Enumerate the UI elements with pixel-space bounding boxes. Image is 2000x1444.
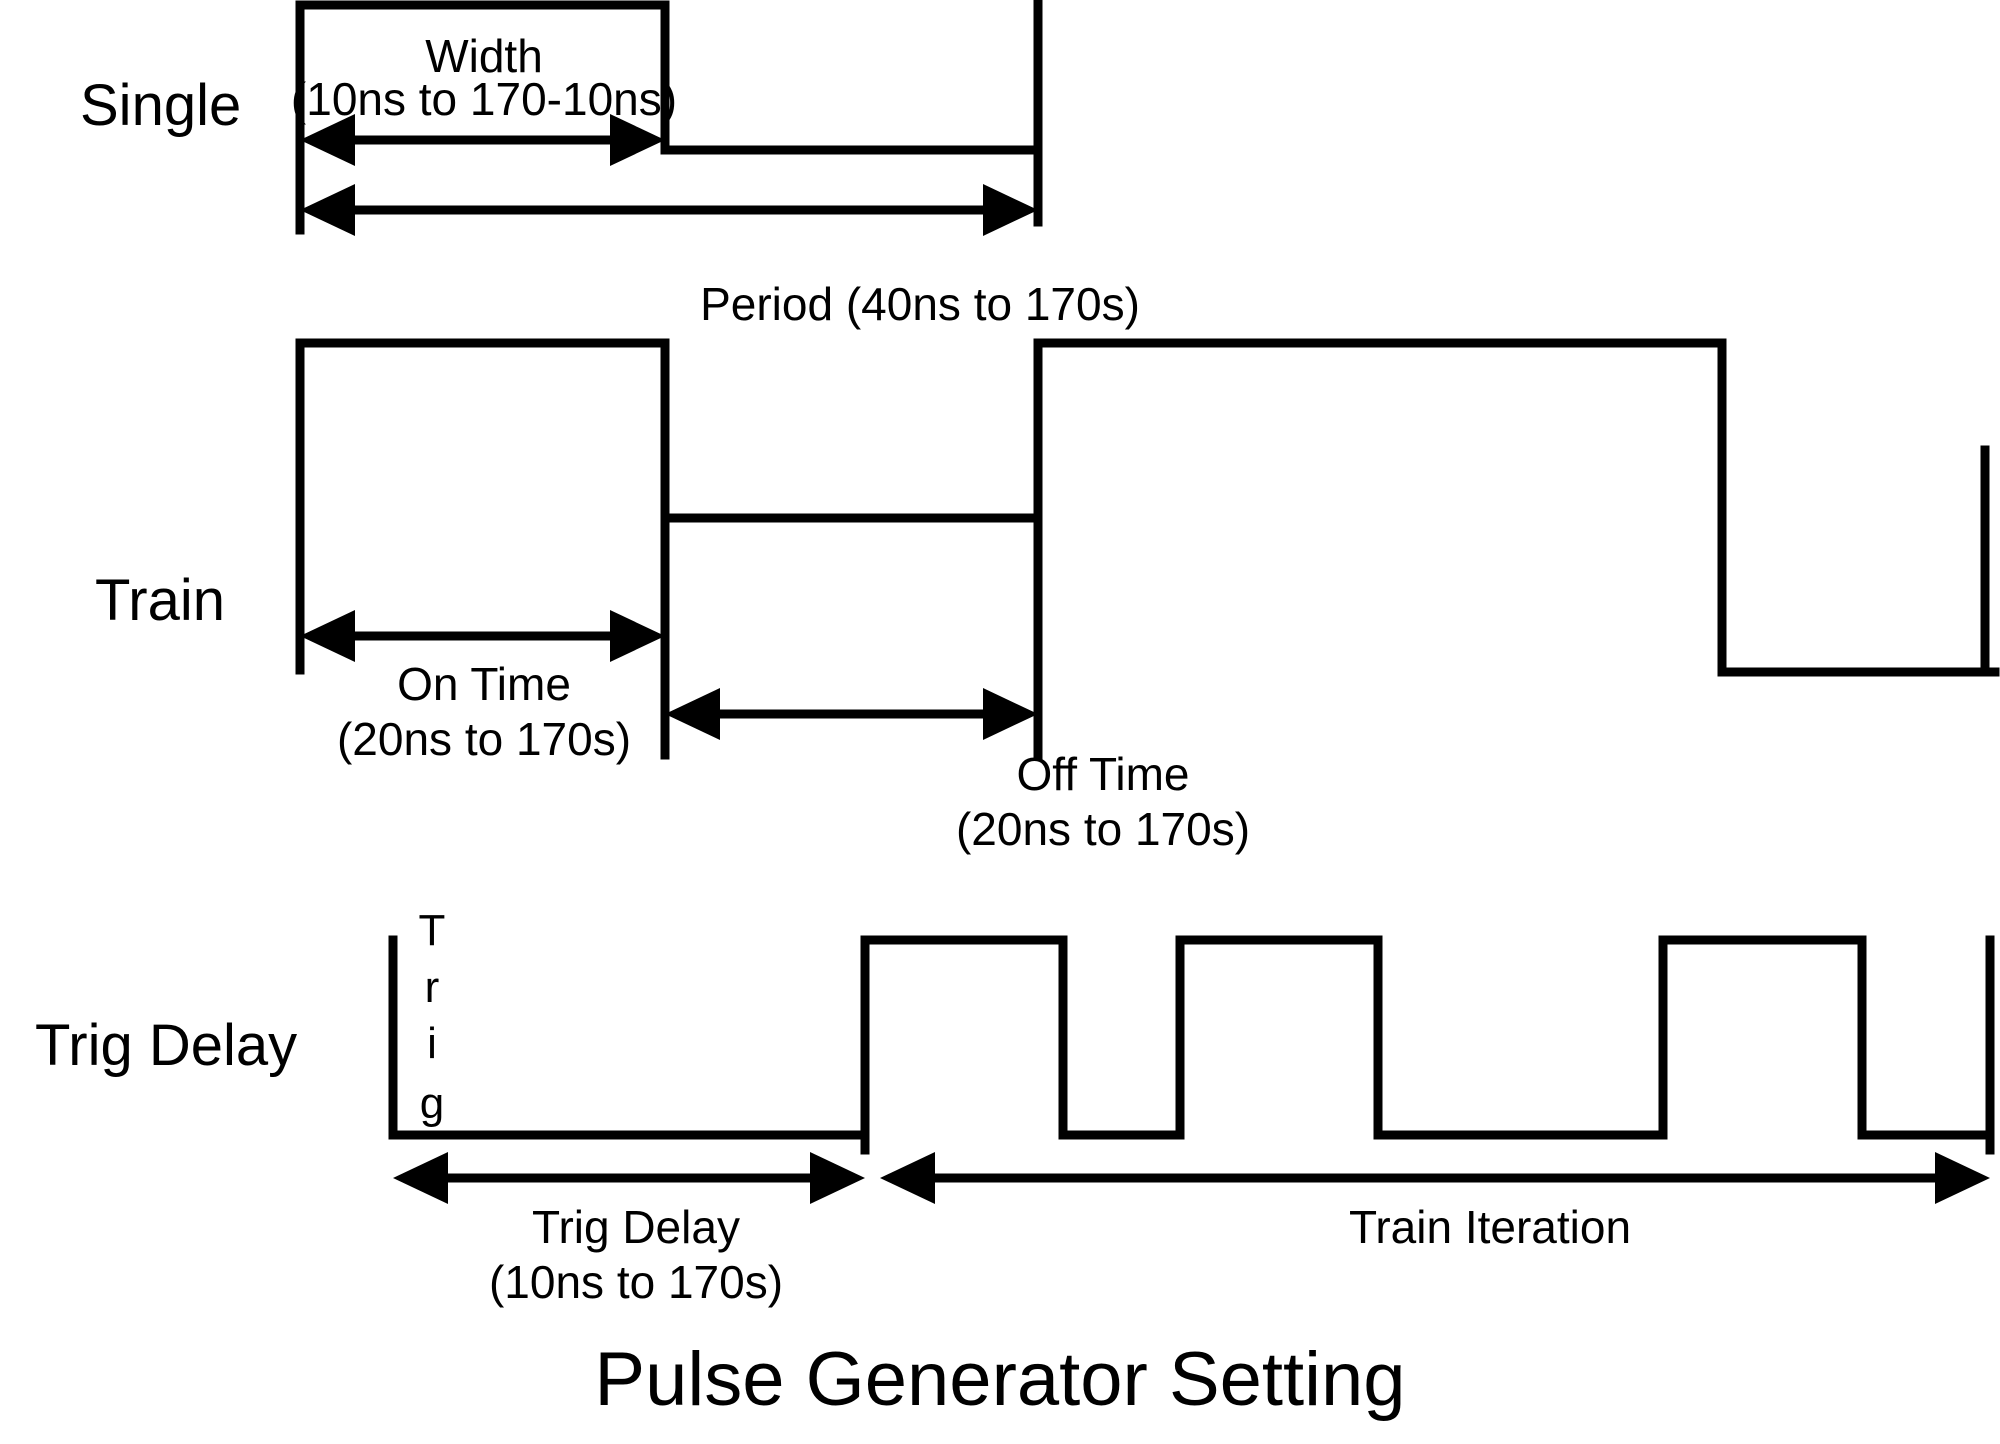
on-time-arrow-right	[610, 610, 665, 662]
width-arrow-right	[610, 114, 665, 166]
width-arrow-left	[300, 114, 355, 166]
diagram-title: Pulse Generator Setting	[594, 1337, 1405, 1422]
trig-delay-arrow-right	[810, 1152, 865, 1204]
on-time-label-line1: On Time	[397, 658, 571, 710]
train-iteration-arrow-right	[1935, 1152, 1990, 1204]
width-label-line1: Width	[425, 30, 543, 82]
trig-letter-i: i	[427, 1019, 437, 1068]
train-waveform	[295, 338, 2000, 760]
train-iteration-arrow-left	[880, 1152, 935, 1204]
period-arrow-left	[300, 184, 355, 236]
trig-vertical-label: T r i g	[419, 906, 446, 1128]
dimension-period: Period (40ns to 170s)	[300, 184, 1140, 330]
train-iteration-label: Train Iteration	[1349, 1201, 1631, 1253]
trig-delay-label-line2: (10ns to 170s)	[489, 1256, 783, 1308]
dimension-train-iteration: Train Iteration	[880, 1152, 1990, 1253]
trig-letter-r: r	[425, 963, 440, 1012]
off-time-arrow-left	[665, 688, 720, 740]
trig-letter-t: T	[419, 906, 446, 955]
off-time-arrow-right	[983, 688, 1038, 740]
dimension-on-time: On Time (20ns to 170s)	[300, 610, 665, 765]
off-time-label-line2: (20ns to 170s)	[956, 803, 1250, 855]
on-time-label-line2: (20ns to 170s)	[337, 713, 631, 765]
row-trig-delay: T r i g Trig Delay (10ns to 170s) Train …	[35, 906, 1995, 1308]
row-label-trig-delay: Trig Delay	[35, 1013, 297, 1078]
row-label-single: Single	[80, 73, 241, 138]
row-train: On Time (20ns to 170s) Off Time (20ns to…	[95, 338, 2000, 855]
dimension-trig-delay: Trig Delay (10ns to 170s)	[393, 1152, 865, 1308]
dimension-off-time: Off Time (20ns to 170s)	[665, 688, 1250, 855]
period-arrow-right	[983, 184, 1038, 236]
on-time-arrow-left	[300, 610, 355, 662]
single-waveform	[295, 0, 1043, 235]
width-label-line2: (10ns to 170-10ns)	[291, 73, 677, 125]
trig-delay-waveform	[388, 935, 1995, 1140]
trig-delay-arrow-left	[393, 1152, 448, 1204]
trig-letter-g: g	[420, 1079, 444, 1128]
period-label: Period (40ns to 170s)	[700, 278, 1140, 330]
trig-delay-label-line1: Trig Delay	[532, 1201, 740, 1253]
dimension-width: Width (10ns to 170-10ns)	[291, 30, 677, 166]
row-label-train: Train	[95, 568, 225, 633]
row-single: Width (10ns to 170-10ns) Period (40ns to…	[80, 0, 1140, 330]
off-time-label-line1: Off Time	[1017, 748, 1190, 800]
